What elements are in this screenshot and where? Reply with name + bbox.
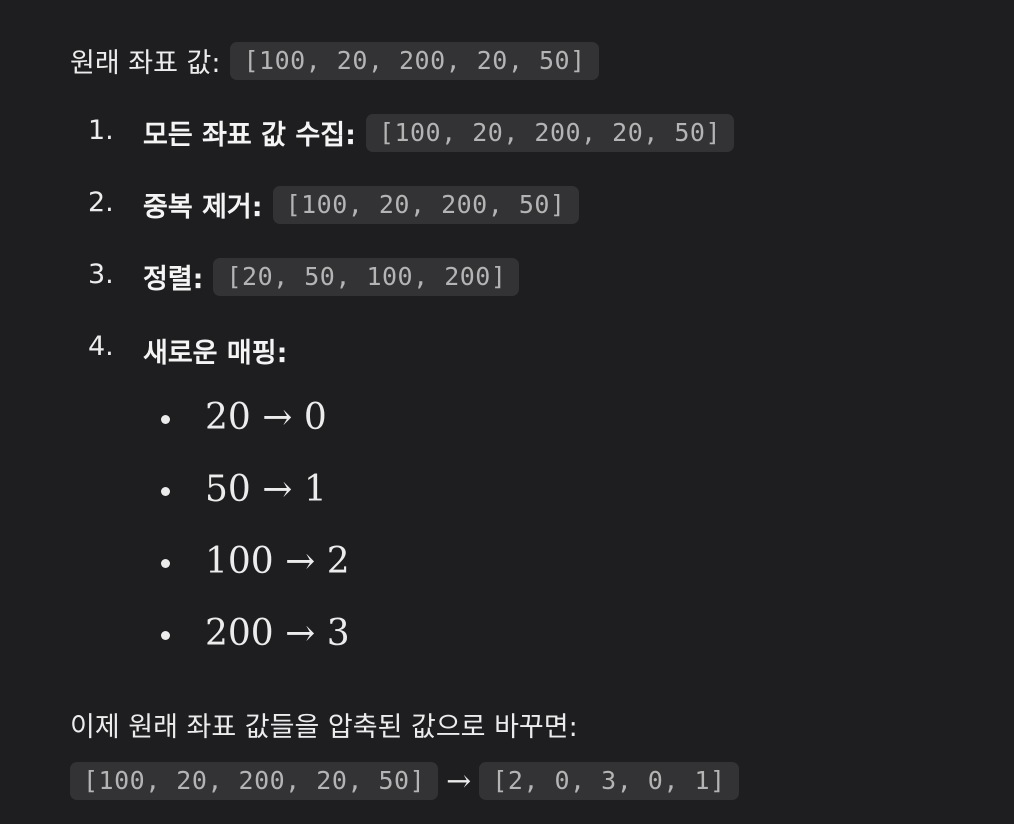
step-code: [100, 20, 200, 50] [272, 185, 579, 224]
step-title: 모든 좌표 값 수집: [143, 120, 356, 151]
step-title: 새로운 매핑: [143, 338, 288, 369]
list-item: 중복 제거: [100, 20, 200, 50] [143, 185, 579, 224]
step-title: 정렬: [143, 264, 204, 295]
bullet-icon [161, 487, 170, 496]
list-item: 새로운 매핑: [143, 331, 287, 370]
result-line: [100, 20, 200, 20, 50] → [2, 0, 3, 0, 1] [70, 762, 739, 800]
bullet-icon [161, 559, 170, 568]
before-code: [100, 20, 200, 20, 50] [70, 762, 439, 800]
mapping-item: 100 → 2 [205, 541, 350, 582]
mapping-item: 50 → 1 [205, 469, 327, 510]
step-number: 3. [88, 259, 114, 290]
step-number: 2. [88, 187, 114, 218]
bullet-icon [161, 631, 170, 640]
conclusion-line: 이제 원래 좌표 값들을 압축된 값으로 바꾸면: [70, 705, 578, 744]
list-item: 모든 좌표 값 수집: [100, 20, 200, 20, 50] [143, 113, 735, 152]
arrow-icon: → [446, 763, 472, 799]
intro-code: [100, 20, 200, 20, 50] [230, 41, 599, 80]
intro-line: 원래 좌표 값: [100, 20, 200, 20, 50] [70, 41, 599, 80]
step-number: 1. [88, 115, 114, 146]
step-number: 4. [88, 331, 114, 362]
step-code: [100, 20, 200, 20, 50] [365, 113, 735, 152]
bullet-icon [161, 415, 170, 424]
mapping-item: 20 → 0 [205, 397, 327, 438]
step-code: [20, 50, 100, 200] [213, 257, 520, 296]
after-code: [2, 0, 3, 0, 1] [479, 762, 739, 800]
mapping-item: 200 → 3 [205, 613, 350, 654]
step-title: 중복 제거: [143, 192, 263, 223]
conclusion-text: 이제 원래 좌표 값들을 압축된 값으로 바꾸면: [70, 712, 578, 743]
list-item: 정렬: [20, 50, 100, 200] [143, 257, 520, 296]
intro-label: 원래 좌표 값: [70, 48, 221, 79]
